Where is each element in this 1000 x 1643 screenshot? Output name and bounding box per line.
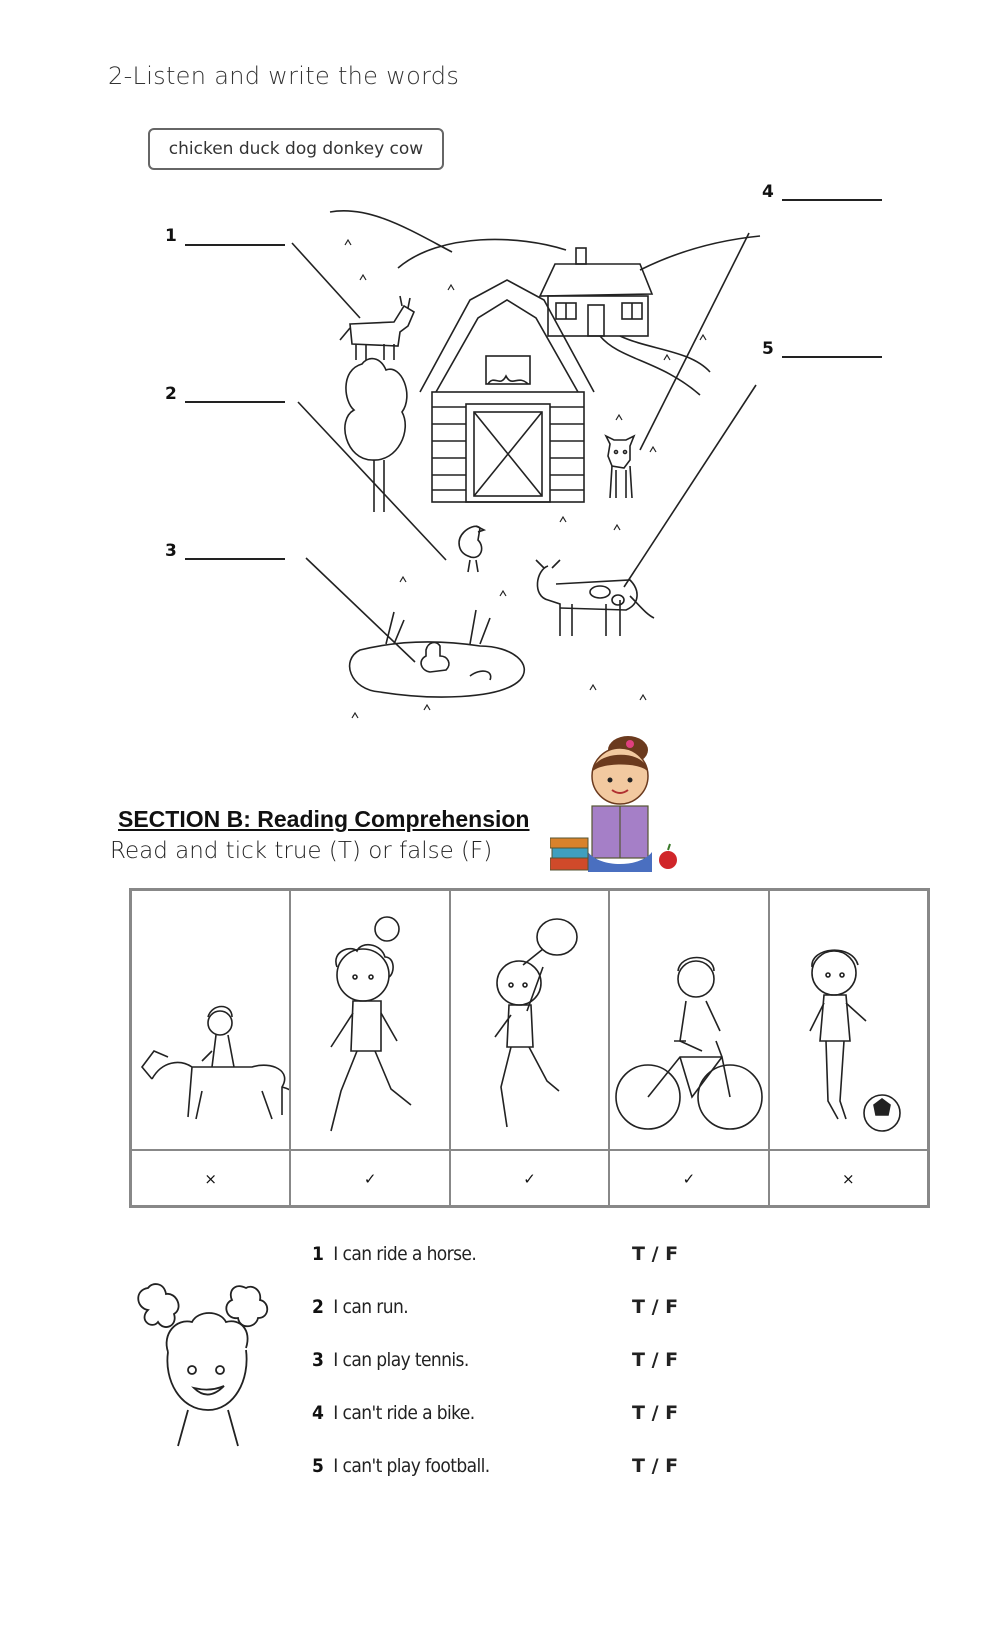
hill-right bbox=[639, 235, 761, 271]
mark-2: ✓ bbox=[363, 1170, 377, 1188]
dog-drawing bbox=[604, 434, 636, 499]
answer-blank-4[interactable] bbox=[782, 199, 882, 201]
donkey-drawing bbox=[339, 295, 416, 360]
statement-text: I can play tennis. bbox=[333, 1349, 469, 1371]
label-4: 4 bbox=[762, 182, 774, 202]
statement-number: 4 bbox=[312, 1402, 324, 1424]
grid-cell-run: ✓ bbox=[291, 891, 451, 1205]
tf-choice-4[interactable]: T / F bbox=[632, 1402, 679, 1424]
grid-cell-tennis: ✓ bbox=[450, 891, 611, 1205]
reading-girl-illustration bbox=[550, 736, 677, 872]
statement-number: 2 bbox=[312, 1296, 324, 1318]
chicken-drawing bbox=[458, 525, 487, 573]
statement-4: 4 I can't ride a bike. bbox=[312, 1402, 475, 1424]
farm-illustration bbox=[291, 210, 761, 719]
pond-drawing bbox=[348, 609, 526, 698]
tf-choice-1[interactable]: T / F bbox=[632, 1243, 679, 1265]
curly-girl-illustration bbox=[137, 1283, 269, 1447]
label-5: 5 bbox=[762, 339, 774, 359]
mark-1: × bbox=[204, 1170, 217, 1188]
path-edge-1 bbox=[599, 335, 701, 396]
grid-cell-bike: ✓ bbox=[610, 891, 770, 1205]
pointer-line-2 bbox=[297, 401, 447, 561]
pointer-line-4 bbox=[639, 232, 750, 451]
football-picture bbox=[769, 949, 928, 1151]
running-picture bbox=[291, 916, 449, 1151]
farmhouse bbox=[538, 247, 654, 337]
pointer-line-5 bbox=[623, 384, 757, 588]
label-2: 2 bbox=[165, 384, 177, 404]
statement-3: 3 I can play tennis. bbox=[312, 1349, 469, 1371]
hill-left bbox=[329, 210, 453, 253]
tree bbox=[344, 357, 408, 512]
label-1: 1 bbox=[165, 226, 177, 246]
grid-cell-football: × bbox=[769, 891, 928, 1205]
bike-riding-picture bbox=[610, 956, 768, 1151]
statement-text: I can't play football. bbox=[333, 1455, 490, 1477]
hill-middle bbox=[397, 238, 567, 269]
tf-choice-5[interactable]: T / F bbox=[632, 1455, 679, 1477]
mark-4: ✓ bbox=[682, 1170, 696, 1188]
cow-drawing bbox=[535, 559, 655, 636]
tf-choice-2[interactable]: T / F bbox=[632, 1296, 679, 1318]
section-b-title: SECTION B: Reading Comprehension bbox=[118, 806, 530, 832]
listen-heading: 2-Listen and write the words bbox=[108, 62, 460, 90]
statement-number: 3 bbox=[312, 1349, 324, 1371]
barn bbox=[419, 279, 595, 503]
statement-1: 1 I can ride a horse. bbox=[312, 1243, 477, 1265]
section-b-instruction: Read and tick true (T) or false (F) bbox=[110, 838, 493, 864]
activity-grid: × ✓ ✓ bbox=[129, 888, 930, 1208]
grid-cell-horse: × bbox=[132, 891, 292, 1205]
statement-text: I can ride a horse. bbox=[333, 1243, 477, 1265]
statement-text: I can't ride a bike. bbox=[333, 1402, 475, 1424]
answer-blank-5[interactable] bbox=[782, 356, 882, 358]
answer-blank-1[interactable] bbox=[185, 244, 285, 246]
horse-riding-picture bbox=[132, 1005, 290, 1151]
path-edge-2 bbox=[619, 335, 711, 373]
statement-5: 5 I can't play football. bbox=[312, 1455, 490, 1477]
tennis-picture bbox=[450, 918, 609, 1151]
answer-blank-3[interactable] bbox=[185, 558, 285, 560]
pointer-line-1 bbox=[291, 242, 361, 319]
label-3: 3 bbox=[165, 541, 177, 561]
word-bank: chicken duck dog donkey cow bbox=[148, 128, 444, 170]
statement-text: I can run. bbox=[333, 1296, 409, 1318]
pointer-line-3 bbox=[305, 557, 416, 663]
tf-choice-3[interactable]: T / F bbox=[632, 1349, 679, 1371]
statement-number: 5 bbox=[312, 1455, 324, 1477]
answer-blank-2[interactable] bbox=[185, 401, 285, 403]
statement-2: 2 I can run. bbox=[312, 1296, 409, 1318]
mark-3: ✓ bbox=[523, 1170, 536, 1188]
statement-number: 1 bbox=[312, 1243, 324, 1265]
mark-5: × bbox=[842, 1170, 855, 1188]
